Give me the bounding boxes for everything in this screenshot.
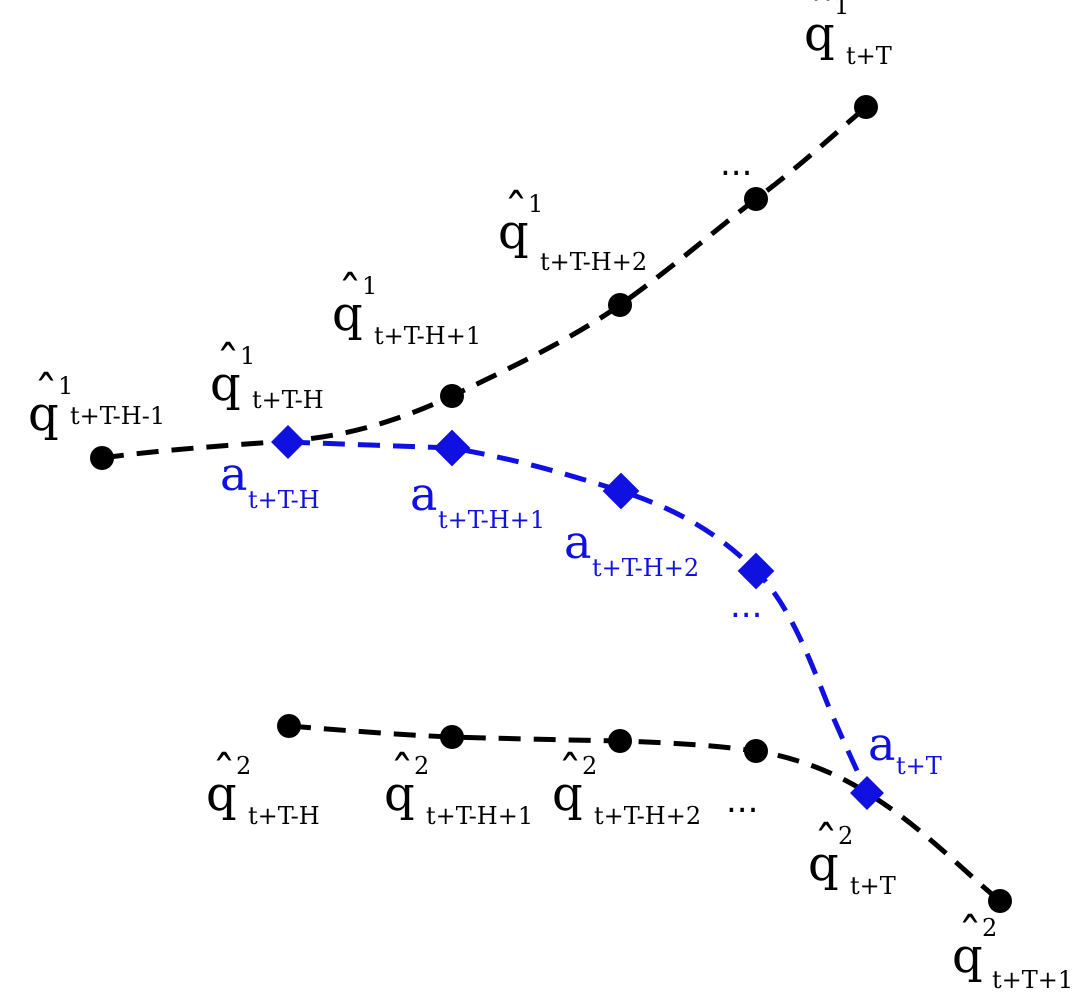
label-q2-t+T-H: q ˆ 2 t+T-H (206, 746, 320, 830)
svg-text:q: q (206, 766, 237, 822)
hat-mark: ˆ (504, 184, 528, 240)
q1-point-2 (440, 384, 464, 408)
hat-mark: ˆ (216, 336, 240, 392)
svg-text:a: a (220, 447, 247, 501)
label-q1-t+T-H-1: q ˆ 1 t+T-H-1 (28, 366, 165, 442)
svg-text:t+T: t+T (846, 42, 892, 70)
label-q2-t+T-H+1: q ˆ 2 t+T-H+1 (384, 746, 533, 830)
label-a-t+T: a t+T (868, 717, 942, 780)
svg-text:t+T-H+2: t+T-H+2 (592, 554, 699, 582)
svg-text:q: q (384, 766, 415, 822)
svg-text:t+T-H+2: t+T-H+2 (594, 802, 701, 830)
svg-text:a: a (410, 467, 437, 521)
hat-mark: ˆ (34, 366, 58, 422)
svg-text:q: q (498, 204, 529, 260)
q2-point-5 (988, 889, 1012, 913)
svg-text:q: q (332, 286, 363, 342)
svg-text:1: 1 (834, 0, 849, 20)
q1-point-5 (854, 95, 878, 119)
svg-text:t+T-H+2: t+T-H+2 (540, 248, 647, 276)
trajectory-2-path (288, 723, 1002, 903)
svg-text:t+T-H+1: t+T-H+1 (374, 322, 481, 350)
label-q1-t+T-H+1: q ˆ 1 t+T-H+1 (332, 266, 481, 350)
q1-point-4 (744, 187, 768, 211)
svg-text:1: 1 (240, 342, 255, 370)
hat-mark: ˆ (810, 0, 834, 42)
svg-text:2: 2 (582, 752, 597, 780)
svg-text:t+T-H+1: t+T-H+1 (438, 506, 545, 534)
label-q1-t+T: q ˆ 1 t+T (804, 0, 892, 70)
svg-text:a: a (868, 717, 895, 771)
label-q2-t+T+1: q ˆ 2 t+T+1 (952, 908, 1073, 994)
svg-text:1: 1 (528, 190, 543, 218)
svg-text:2: 2 (982, 914, 997, 942)
svg-text:1: 1 (362, 272, 377, 300)
q2-point-0 (277, 714, 301, 738)
hat-mark: ˆ (390, 746, 414, 802)
hat-mark: ˆ (212, 746, 236, 802)
hat-mark: ˆ (558, 746, 582, 802)
svg-text:t+T-H: t+T-H (248, 802, 320, 830)
action-ellipsis: ... (730, 586, 762, 626)
svg-text:t+T-H: t+T-H (252, 386, 324, 414)
svg-text:t+T-H+1: t+T-H+1 (426, 802, 533, 830)
svg-text:2: 2 (414, 752, 429, 780)
svg-text:t+T-H: t+T-H (248, 486, 320, 514)
q2-point-2 (608, 729, 632, 753)
svg-text:t+T+1: t+T+1 (992, 966, 1073, 994)
label-a-t+T-H+2: a t+T-H+2 (564, 515, 699, 582)
svg-text:2: 2 (838, 822, 853, 850)
svg-text:t+T: t+T (850, 872, 896, 900)
svg-text:a: a (564, 515, 591, 569)
svg-text:q: q (552, 766, 583, 822)
hat-mark: ˆ (338, 266, 362, 322)
action-path (287, 439, 870, 794)
svg-text:t+T: t+T (896, 752, 942, 780)
svg-text:q: q (808, 836, 839, 892)
svg-text:q: q (804, 6, 835, 62)
q2-point-3 (744, 739, 768, 763)
svg-text:1: 1 (58, 372, 73, 400)
svg-text:t+T-H-1: t+T-H-1 (70, 402, 165, 430)
action-marker-0 (271, 425, 305, 459)
label-q2-t+T: q ˆ 2 t+T (808, 816, 896, 900)
label-q1-t+T-H+2: q ˆ 1 t+T-H+2 (498, 184, 647, 276)
q1-point-0 (90, 446, 114, 470)
svg-text:q: q (210, 356, 241, 412)
svg-text:q: q (952, 928, 983, 984)
label-a-t+T-H: a t+T-H (220, 447, 320, 514)
q1-ellipsis: ... (720, 144, 752, 184)
hat-mark: ˆ (814, 816, 838, 872)
action-marker-2 (602, 472, 640, 510)
q1-point-3 (608, 293, 632, 317)
label-q2-t+T-H+2: q ˆ 2 t+T-H+2 (552, 746, 701, 830)
q2-ellipsis: ... (726, 781, 758, 821)
label-a-t+T-H+1: a t+T-H+1 (410, 467, 545, 534)
q2-point-1 (440, 725, 464, 749)
hat-mark: ˆ (958, 908, 982, 964)
svg-text:q: q (28, 386, 59, 442)
action-marker-4 (850, 776, 884, 810)
action-marker-1 (433, 429, 471, 467)
svg-text:2: 2 (236, 752, 251, 780)
action-marker-3 (737, 552, 775, 590)
label-q1-t+T-H: q ˆ 1 t+T-H (210, 336, 324, 414)
